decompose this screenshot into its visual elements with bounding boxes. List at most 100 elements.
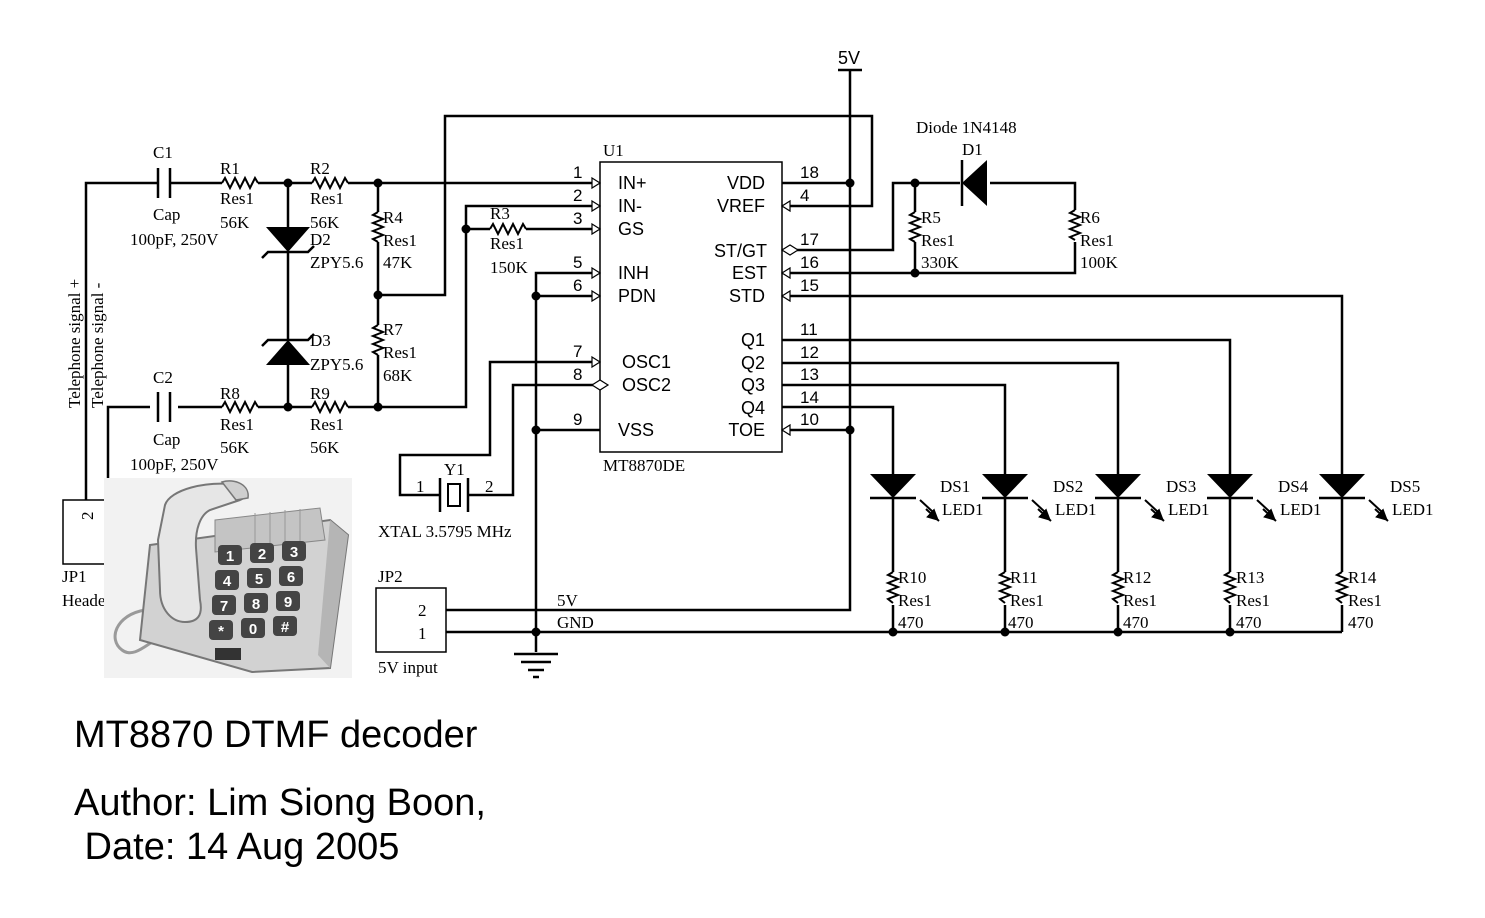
d1-ref: D1: [962, 140, 983, 159]
jp2-pin1: 1: [418, 624, 427, 643]
d3-value: ZPY5.6: [310, 355, 363, 374]
ic-pin-num: 2: [573, 186, 582, 205]
header-jp2: JP2 2 1 5V input 5V GND: [375, 567, 594, 677]
r11-type: Res1: [1010, 591, 1044, 610]
r3-ref: R3: [490, 204, 510, 223]
net-5v-label: 5V: [557, 591, 579, 610]
junction-dot: [845, 425, 855, 435]
ic-pin-num: 6: [573, 276, 582, 295]
ic-pin-num: 16: [800, 253, 819, 272]
resistor-r13: R13 Res1 470: [1222, 568, 1270, 632]
r7-type: Res1: [383, 343, 417, 362]
r14-value: 470: [1348, 613, 1374, 632]
ic-pin-num: 15: [800, 276, 819, 295]
ic-pin-name: PDN: [618, 286, 656, 306]
resistor-r2: R2 Res1 56K: [310, 159, 349, 232]
r5-type: Res1: [921, 231, 955, 250]
r1-type: Res1: [220, 189, 254, 208]
ic-pin-num: 4: [800, 186, 809, 205]
r2-type: Res1: [310, 189, 344, 208]
resistor-r1: R1 Res1 56K: [220, 159, 259, 232]
telephone-image: 1 2 3 4 5 6 7 8 9 * 0 #: [104, 478, 352, 678]
r11-value: 470: [1008, 613, 1034, 632]
resistor-r12: R12 Res1 470: [1110, 568, 1157, 632]
r13-value: 470: [1236, 613, 1262, 632]
key-label: *: [218, 623, 224, 640]
ic-pin-num: 3: [573, 209, 582, 228]
resistor-r6: R6 Res1 100K: [1067, 208, 1119, 272]
junction-dot: [888, 627, 898, 637]
crystal-y1: Y1 1 2 XTAL 3.5795 MHz: [378, 460, 512, 541]
c1-value: 100pF, 250V: [130, 230, 219, 249]
resistor-r3: R3 Res1 150K: [489, 204, 529, 277]
r8-type: Res1: [220, 415, 254, 434]
ic-pin-name: OSC1: [622, 352, 671, 372]
junction-dot: [1000, 627, 1010, 637]
c2-ref: C2: [153, 368, 173, 387]
r1-value: 56K: [220, 213, 250, 232]
ds2-ref: DS2: [1053, 477, 1083, 496]
ic-pin-name: INH: [618, 263, 649, 283]
ic-part: MT8870DE: [603, 456, 685, 475]
r7-value: 68K: [383, 366, 413, 385]
r2-value: 56K: [310, 213, 340, 232]
junction-dot: [531, 291, 541, 301]
ic-pin-num: 18: [800, 163, 819, 182]
r4-ref: R4: [383, 208, 403, 227]
ic-pin-name: VSS: [618, 420, 654, 440]
resistor-r9: R9 Res1 56K: [310, 384, 349, 457]
ds4-ref: DS4: [1278, 477, 1309, 496]
ic-pin-name: Q2: [741, 353, 765, 373]
d3-ref: D3: [310, 331, 331, 350]
key-label: 4: [223, 573, 232, 590]
led-ds4: DS4 LED1: [1207, 474, 1322, 521]
ic-pin-num: 14: [800, 388, 819, 407]
junction-dot: [910, 268, 920, 278]
r6-ref: R6: [1080, 208, 1100, 227]
ds1-ref: DS1: [940, 477, 970, 496]
junction-dot: [1113, 627, 1123, 637]
jp2-ref: JP2: [378, 567, 403, 586]
c2-type: Cap: [153, 430, 180, 449]
key-label: 2: [258, 546, 266, 563]
junction-dot: [283, 178, 293, 188]
jp1-ref: JP1: [62, 567, 87, 586]
y1-pin2: 2: [485, 477, 494, 496]
key-label: 1: [226, 548, 234, 565]
r3-value: 150K: [490, 258, 529, 277]
led-ds1: DS1 LED1: [870, 474, 984, 521]
keypad: 1 2 3 4 5 6 7 8 9 * 0 #: [209, 541, 306, 640]
ic-pin-name: ST/GT: [714, 241, 767, 261]
ds3-ref: DS3: [1166, 477, 1196, 496]
supply-5v: 5V: [838, 48, 862, 72]
ic-pin-name: STD: [729, 286, 765, 306]
r9-value: 56K: [310, 438, 340, 457]
net-gnd-label: GND: [557, 613, 594, 632]
junction-dot: [531, 627, 541, 637]
jp1-pin2: 2: [78, 512, 97, 521]
ds5-ref: DS5: [1390, 477, 1420, 496]
ic-pin-name: IN+: [618, 173, 647, 193]
r12-ref: R12: [1123, 568, 1151, 587]
key-label: 0: [249, 621, 257, 638]
wires: [84, 70, 1344, 652]
c1-type: Cap: [153, 205, 180, 224]
led-ds2: DS2 LED1: [982, 474, 1097, 521]
r8-ref: R8: [220, 384, 240, 403]
r4-value: 47K: [383, 253, 413, 272]
key-label: #: [281, 619, 290, 636]
r14-ref: R14: [1348, 568, 1377, 587]
led-ds5: DS5 LED1: [1319, 474, 1434, 521]
y1-value: XTAL 3.5795 MHz: [378, 522, 512, 541]
ic-mt8870: U1 MT8870DE 1 2 3 5 6 7 8 9 IN+ IN- GS I…: [573, 141, 819, 475]
ic-pin-name: GS: [618, 219, 644, 239]
ds4-type: LED1: [1280, 500, 1322, 519]
junction-dot: [910, 178, 920, 188]
r4-type: Res1: [383, 231, 417, 250]
ic-pin-num: 5: [573, 253, 582, 272]
c2-value: 100pF, 250V: [130, 455, 219, 474]
ic-pin-name: Q3: [741, 375, 765, 395]
zener-d3: D3 ZPY5.6: [261, 331, 363, 374]
resistor-r14: R14 Res1 470: [1334, 568, 1382, 632]
ic-pin-num: 11: [800, 320, 818, 339]
